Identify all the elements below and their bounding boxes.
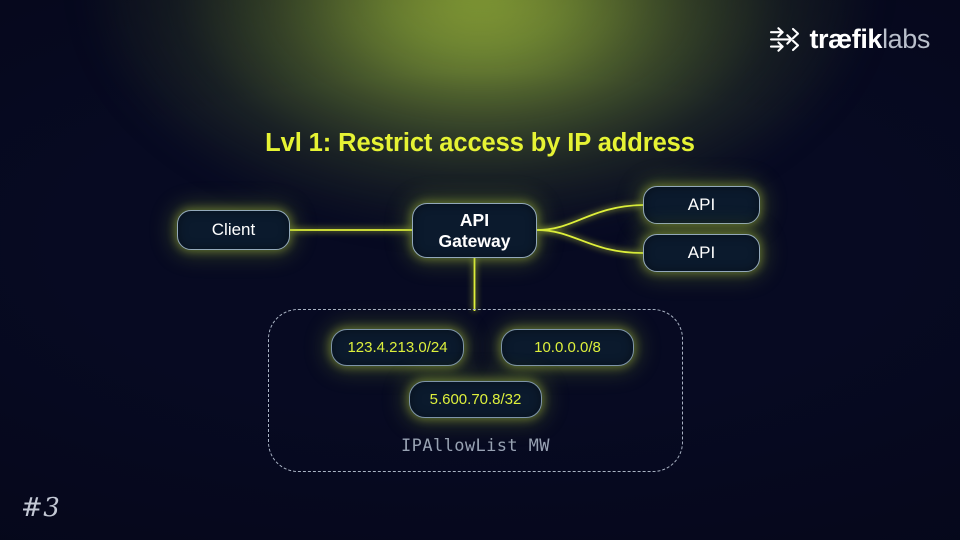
node-api-gateway-line1: API xyxy=(459,209,490,230)
slide-number: #3 xyxy=(21,493,61,523)
node-api-1[interactable]: API xyxy=(643,186,760,224)
node-api-gateway-label: API Gateway xyxy=(439,210,511,251)
traefik-logo-icon xyxy=(770,27,800,52)
middleware-label: IPAllowList MW xyxy=(401,436,550,456)
ip-rule-3[interactable]: 5.600.70.8/32 xyxy=(409,381,542,418)
ip-rule-2[interactable]: 10.0.0.0/8 xyxy=(501,329,634,366)
node-client-label: Client xyxy=(211,220,256,239)
node-client[interactable]: Client xyxy=(177,210,290,250)
logo-wordmark: træfiklabs xyxy=(809,26,930,53)
node-api-gateway[interactable]: API Gateway xyxy=(412,203,537,258)
node-api-2-label: API xyxy=(687,243,716,262)
logo-brand: træfik xyxy=(809,24,883,54)
node-api-1-label: API xyxy=(687,195,716,214)
node-api-gateway-line2: Gateway xyxy=(438,230,511,251)
page-title: Lvl 1: Restrict access by IP address xyxy=(265,129,695,157)
ip-rule-1-label: 123.4.213.0/24 xyxy=(347,339,448,356)
traefik-labs-logo: træfiklabs xyxy=(769,26,930,53)
ip-rule-1[interactable]: 123.4.213.0/24 xyxy=(331,329,464,366)
node-api-2[interactable]: API xyxy=(643,234,760,272)
ipallowlist-middleware-container xyxy=(268,309,683,472)
ip-rule-2-label: 10.0.0.0/8 xyxy=(534,339,601,356)
ip-rule-3-label: 5.600.70.8/32 xyxy=(429,391,522,408)
logo-suffix: labs xyxy=(882,24,930,54)
